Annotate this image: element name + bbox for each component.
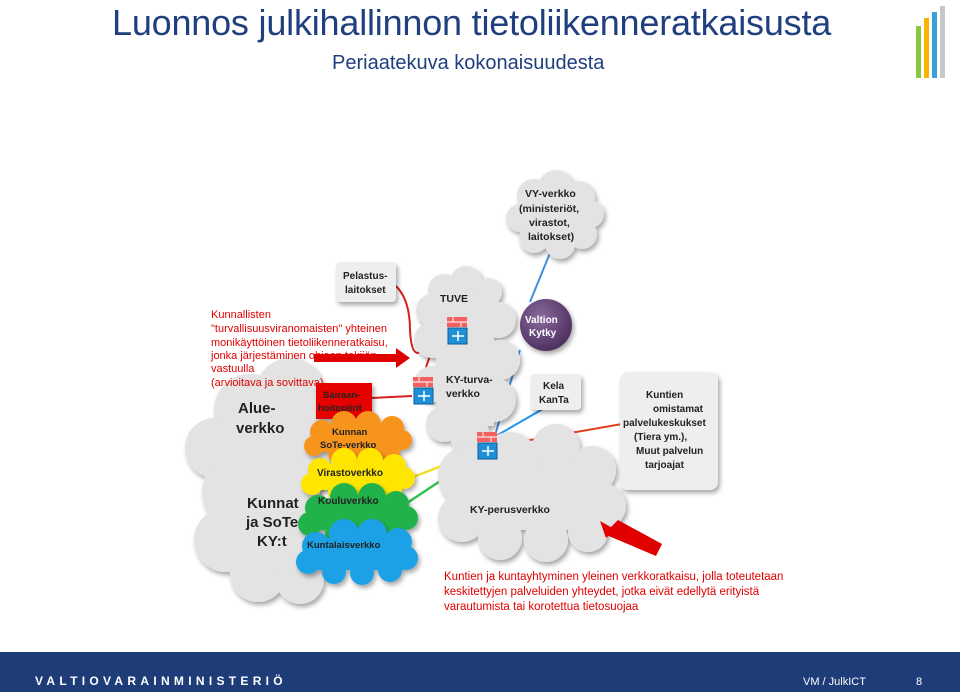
cloud-ky-perusverkko-label: KY-perusverkko [470, 504, 550, 516]
cloud-kouluverkko-label: Kouluverkko [318, 496, 379, 507]
cloud-alueverkko-label: Alue- verkko [236, 400, 284, 437]
box-pelastuslaitokset-label: Pelastus- laitokset [343, 271, 390, 296]
slide-subtitle: Periaatekuva kokonaisuudesta [332, 52, 605, 74]
annotation-yleinen-verkkoratkaisu: Kuntien ja kuntayhtyminen yleinen verkko… [444, 571, 787, 613]
box-sairaanhoitopiirit-label: Sairaan- hoitopiirit [318, 390, 363, 414]
box-kuntien-omistamat [620, 372, 718, 490]
box-pelastuslaitokset [336, 262, 396, 302]
cloud-vy-verkko [506, 170, 604, 259]
slide-title: Luonnos julkihallinnon tietoliikenneratk… [112, 2, 832, 43]
cloud-ky-turvaverkko [414, 266, 520, 456]
ministry-logo-bars [916, 6, 945, 78]
cloud-alueverkko [185, 358, 346, 604]
cloud-tuve-label: TUVE [440, 293, 468, 305]
page-number: 8 [916, 676, 923, 688]
valtion-kytky-label: Valtion Kytky [525, 315, 561, 339]
footer-reference: VM / JulkICT [803, 676, 866, 688]
footer-bar: VALTIOVARAINMINISTERIÖ VM / JulkICT 8 [0, 652, 960, 692]
cloud-kunnat-label: Kunnat ja SoTe KY:t [245, 495, 303, 550]
box-kela-kanta-label: Kela KanTa [539, 381, 569, 406]
box-kuntien-omistamat-label: Kuntien omistamat palvelukeskukset (Tier… [623, 390, 709, 471]
annotation-turvallisuusviranomaiset: Kunnallisten "turvallisuusviranomaisten"… [210, 309, 391, 389]
cloud-vy-verkko-label: VY-verkko (ministeriöt, virastot, laitok… [519, 188, 582, 243]
cloud-kuntalaisverkko [296, 519, 418, 585]
cloud-kunnan-sote-label: Kunnan SoTe-verkko [320, 427, 377, 451]
arrow-right-icon [314, 348, 410, 368]
cloud-ky-turvaverkko-label: KY-turva- verkko [446, 374, 496, 400]
cloud-kuntalaisverkko-label: Kuntalaisverkko [307, 540, 381, 551]
firewall-icon [477, 432, 498, 460]
network-diagram: VY-verkko (ministeriöt, virastot, laitok… [185, 170, 787, 613]
box-kela-kanta [531, 374, 581, 410]
firewall-icon [447, 317, 468, 345]
ministry-name: VALTIOVARAINMINISTERIÖ [35, 674, 287, 688]
firewall-icon [413, 377, 434, 405]
arrow-up-left-icon [600, 520, 662, 556]
cloud-virastoverkko-label: Virastoverkko [317, 468, 383, 479]
valtion-kytky-node [520, 299, 572, 351]
